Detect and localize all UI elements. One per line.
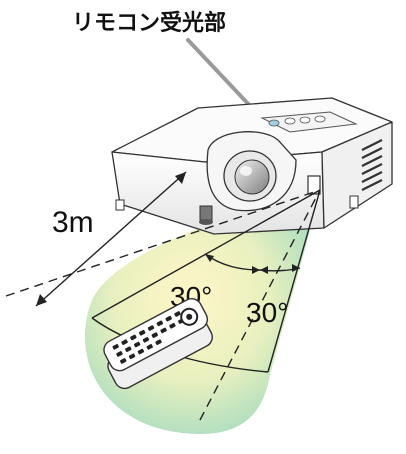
- remote-control: [103, 298, 213, 390]
- distance-arrow-bottom: [36, 294, 47, 306]
- angle-arrow-mid-left: [260, 266, 268, 274]
- angle-arrow-right: [292, 264, 300, 272]
- angle-arrow-left: [205, 254, 214, 262]
- distance-arrow-top: [175, 172, 186, 184]
- lens: [234, 159, 270, 195]
- right-boundary-ray: [267, 189, 321, 373]
- projector: [111, 97, 393, 235]
- receiver-title: リモコン受光部: [72, 10, 226, 36]
- dashed-center-line: [199, 189, 321, 421]
- distance-dimension-line: [35, 171, 187, 307]
- angle-right-label: 30°: [246, 297, 288, 328]
- distance-label: 3m: [52, 206, 94, 239]
- projector-foot: [199, 205, 213, 221]
- dashed-axis-line: [5, 189, 321, 297]
- angle-arrow-mid-right: [252, 266, 260, 274]
